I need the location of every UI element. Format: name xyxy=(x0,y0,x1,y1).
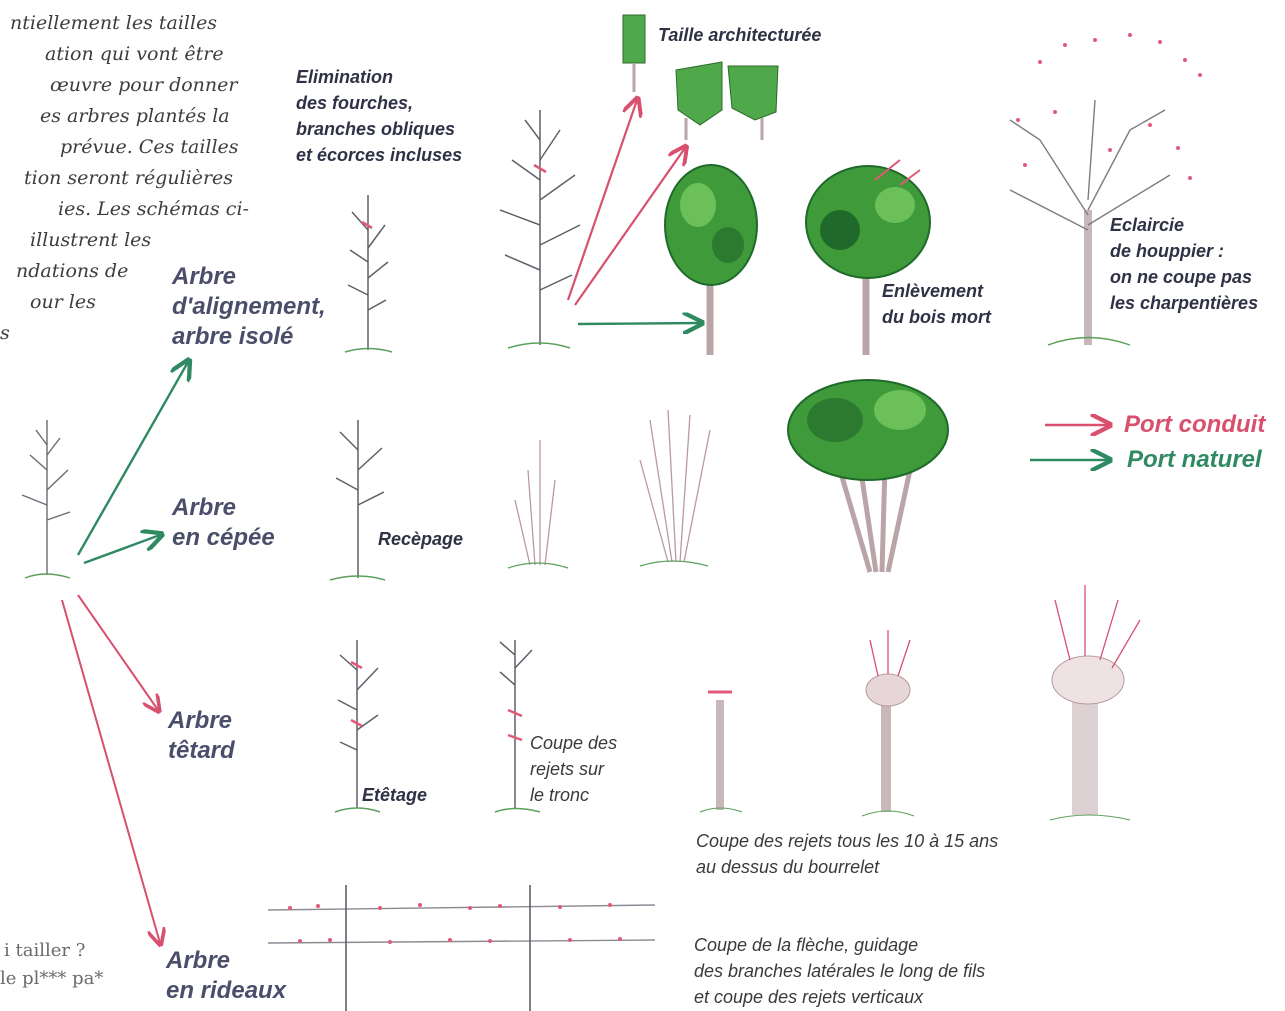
tree-cepee-shoots xyxy=(508,440,568,568)
tree-architecturee-small xyxy=(623,15,645,92)
category-rideaux: Arbre en rideaux xyxy=(166,946,286,1006)
tree-architecturee-pair xyxy=(676,62,778,140)
caption-eclaircie: Eclaircie de houppier : on ne coupe pas … xyxy=(1110,212,1258,316)
caption-elimination: Elimination des fourches, branches obliq… xyxy=(296,64,462,168)
arrow-taille-archi-1 xyxy=(568,100,637,300)
arrow-to-cepee xyxy=(84,535,160,563)
source-arrows xyxy=(62,362,188,943)
caption-coupe-rejets-tronc: Coupe des rejets sur le tronc xyxy=(530,730,617,808)
tree-tetard-head xyxy=(862,630,914,816)
arrow-to-tetard xyxy=(78,595,158,710)
tree-rideaux-espalier xyxy=(268,885,655,1011)
category-cepee: Arbre en cépée xyxy=(172,493,275,553)
caption-coupe-rejets-10-15: Coupe des rejets tous les 10 à 15 ans au… xyxy=(696,828,998,880)
eclaircie-cut-marks xyxy=(1016,33,1202,180)
young-tree-alignement xyxy=(345,195,392,352)
tree-tetard-old xyxy=(1050,585,1140,820)
tree-natural-canopy xyxy=(665,165,757,355)
legend-port-naturel: Port naturel xyxy=(1127,446,1262,474)
tree-cepee-mature xyxy=(788,380,948,572)
category-alignement: Arbre d'alignement, arbre isolé xyxy=(172,262,326,352)
arrow-to-rideaux xyxy=(62,600,160,943)
tree-cepee-multistem xyxy=(640,410,710,566)
caption-enlevement: Enlèvement du bois mort xyxy=(882,278,991,330)
young-tree-source xyxy=(22,420,70,578)
arrow-naturel-row1 xyxy=(578,323,700,324)
tree-tetard-young-head xyxy=(700,692,742,812)
tree-elimination-fourches xyxy=(500,110,580,348)
caption-etetage: Etêtage xyxy=(362,782,427,808)
caption-taille-architecturee: Taille architecturée xyxy=(658,22,821,48)
legend-port-conduit: Port conduit xyxy=(1124,411,1265,439)
category-tetard: Arbre têtard xyxy=(168,706,235,766)
tree-cepee-young xyxy=(330,420,385,580)
caption-coupe-fleche: Coupe de la flèche, guidage des branches… xyxy=(694,932,985,1010)
caption-recepage: Recèpage xyxy=(378,526,463,552)
